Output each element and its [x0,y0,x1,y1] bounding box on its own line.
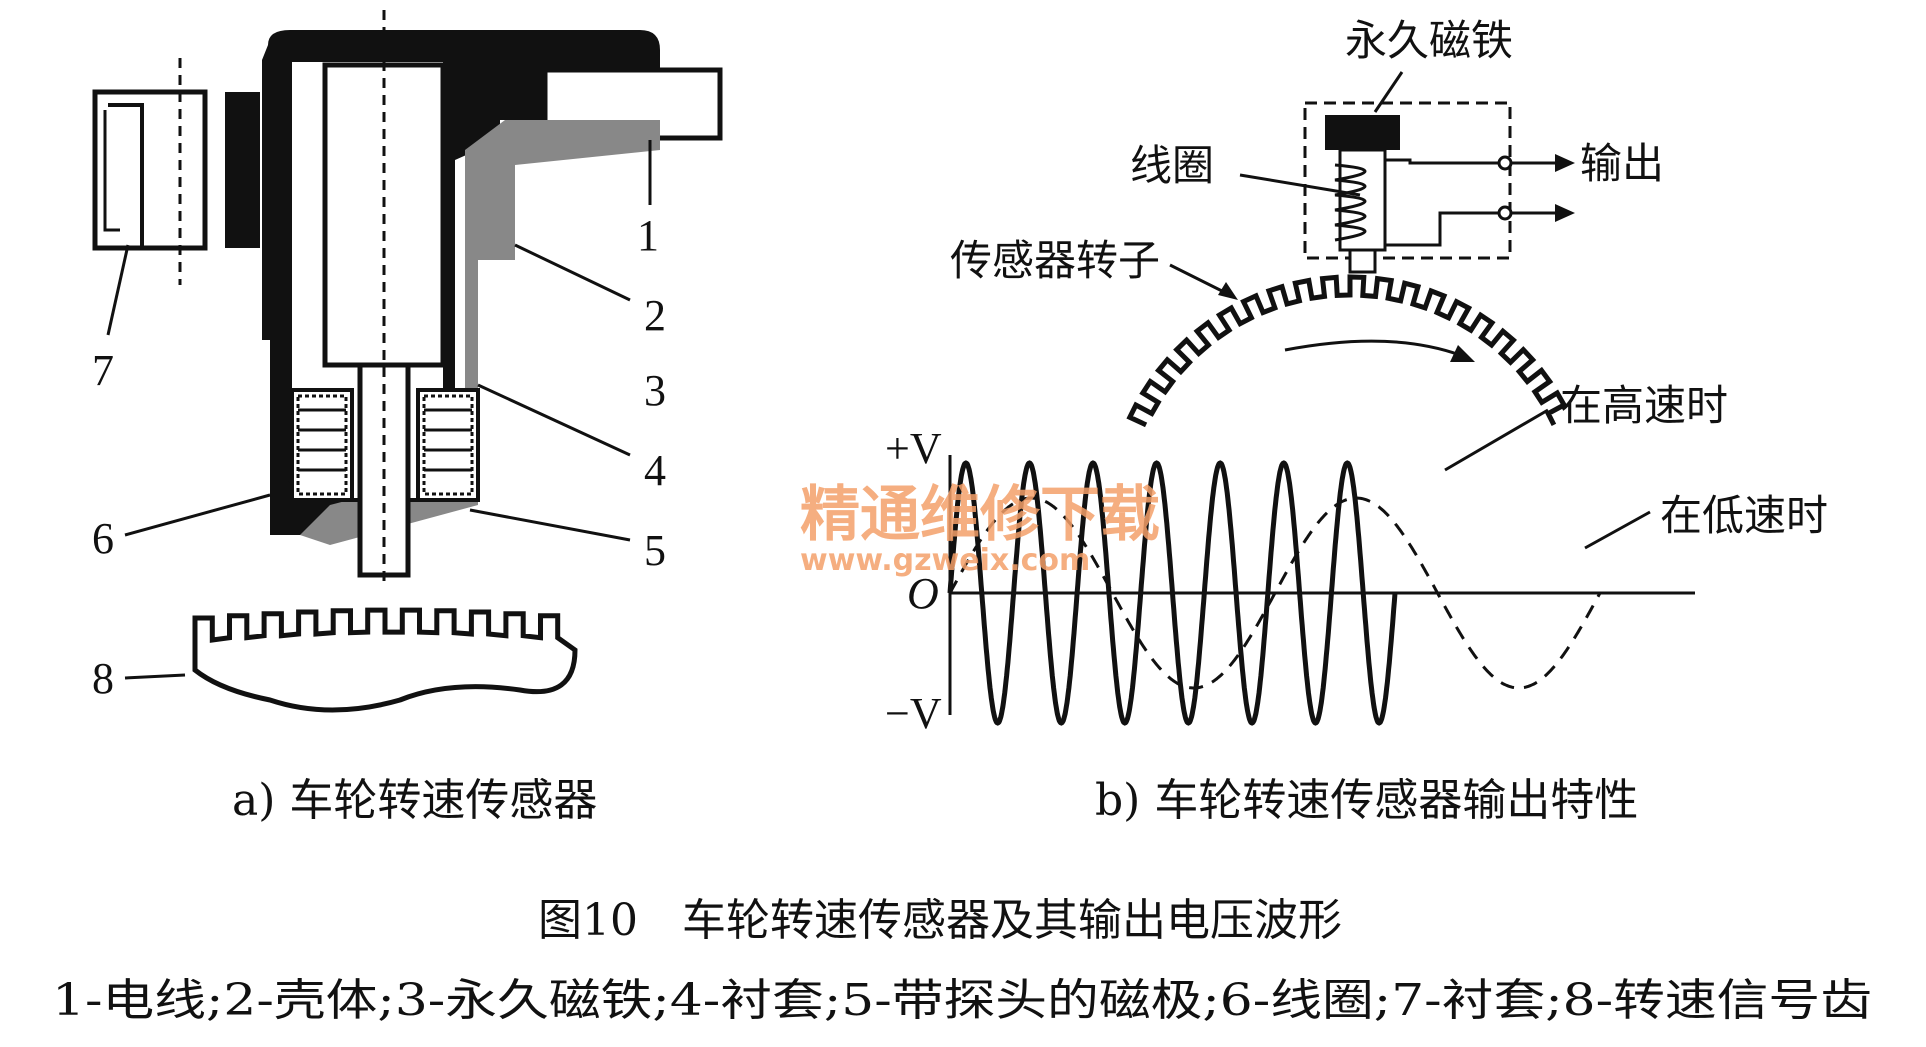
coil-6-right [416,388,480,502]
tone-wheel-8 [192,607,578,713]
sensor-rotor-arc [1126,274,1568,428]
axis-label-neg: −V [885,689,942,738]
rotation-arrow [1284,339,1461,357]
callout-2: 2 [644,291,666,340]
callout-8: 8 [92,654,114,703]
callout-1: 1 [637,211,659,260]
coil-6-left [290,388,354,502]
watermark-url: www.gzweix.com [800,543,1090,578]
watermark: 精通维修下载 www.gzweix.com [800,480,1160,578]
leader-lines [106,140,652,680]
pickup-schematic [1239,71,1575,274]
bushing-7 [92,58,260,285]
housing-gray [300,120,660,545]
callout-7: 7 [92,346,114,395]
axis-label-origin: O [907,569,939,618]
figure-title: 图10 车轮转速传感器及其输出电压波形 [538,895,1342,946]
callout-3: 3 [644,366,666,415]
axis-label-pos: +V [885,424,942,473]
watermark-text: 精通维修下载 [800,480,1160,550]
high-speed-waveform [947,460,1398,726]
permanent-magnet-block [1325,115,1400,150]
callout-5: 5 [644,526,666,575]
label-low-speed: 在低速时 [1660,491,1828,540]
low-speed-waveform [948,496,1602,690]
label-coil: 线圈 [1130,141,1214,190]
figure-legend: 1-电线;2-壳体;3-永久磁铁;4-衬套;5-带探头的磁极;6-线圈;7-衬套… [52,975,1872,1026]
label-permanent-magnet: 永久磁铁 [1345,16,1513,65]
caption-panel-a: a) 车轮转速传感器 [232,775,597,826]
label-output: 输出 [1580,139,1664,188]
callout-6: 6 [92,514,114,563]
caption-panel-b: b) 车轮转速传感器输出特性 [1095,775,1638,826]
label-rotor: 传感器转子 [950,236,1160,285]
output-characteristic: 永久磁铁 线圈 输出 传感器转子 +V O −V 在高速时 在低速时 [885,16,1828,738]
callout-4: 4 [644,446,666,495]
label-high-speed: 在高速时 [1560,381,1728,430]
coil-winding [1334,163,1367,242]
sensor-cross-section: 1 2 3 4 5 6 7 8 [92,10,723,713]
